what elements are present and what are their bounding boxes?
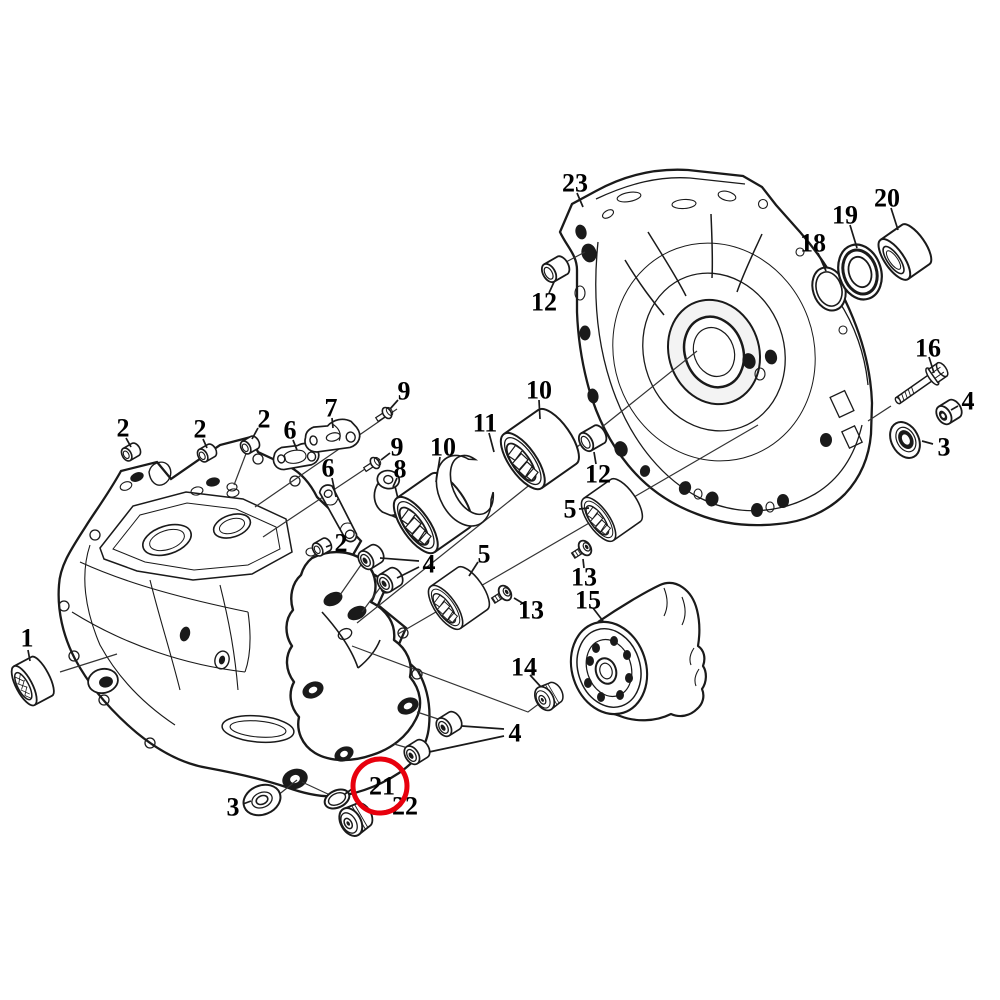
callout-leader-5 [578,507,590,510]
callout-label-2-2: 2 [194,415,207,444]
part-4-bushing-c [432,708,466,740]
part-4-nut-right [935,398,963,426]
callout-leader-5 [468,561,479,577]
part-7-bracket [304,418,361,453]
callout-leader-14 [529,674,542,688]
callout-label-7-6: 7 [325,394,338,423]
callout-label-14-21: 14 [511,653,537,682]
callout-leader-11 [488,432,495,453]
highlight-circle-21 [350,756,410,816]
callout-leader-12 [548,281,555,294]
callout-label-10-11: 10 [430,433,456,462]
part-6-link-upper [272,442,320,471]
callout-leader-12 [593,451,597,465]
callout-label-23-31: 23 [562,169,588,198]
callout-leader-9 [380,452,391,461]
callout-leader-3 [242,800,252,805]
part-9-screw-b [360,454,384,476]
callout-leader-1 [27,649,31,662]
callout-label-5-16: 5 [564,495,577,524]
part-14-plug [529,677,569,715]
callout-leader-9 [389,399,399,410]
callout-leader-6 [292,439,298,451]
cylinder-bore-openings [142,513,252,557]
callout-leader-4 [396,566,420,579]
callout-label-8-9: 8 [394,455,407,484]
callout-leader-19 [849,224,858,249]
callout-label-13-17: 13 [571,563,597,592]
callout-leader-23 [576,192,584,208]
callout-label-4-23: 4 [509,719,522,748]
callout-label-5-18: 5 [478,540,491,569]
callout-leader-2 [251,427,259,440]
callout-label-2-1: 2 [117,414,130,443]
callout-leader-3 [921,440,934,445]
part-21-oring [323,788,351,810]
callout-leader-6 [331,477,337,498]
callout-label-3-25: 3 [938,433,951,462]
callout-leader-4 [461,725,505,730]
callout-label-9-7: 9 [398,377,411,406]
oil-pump-boss [285,550,422,762]
callout-leader-13 [582,558,585,569]
part-3-washer-bottom [242,783,282,817]
callout-leader-8 [392,477,398,488]
oil-filter-face-holes [584,636,633,702]
callout-leader-7 [331,417,334,429]
right-crankcase-half [558,168,874,527]
callout-leader-2 [325,544,332,548]
part-12-dowel-upper [537,252,574,286]
part-13-screw-left [488,582,515,609]
part-13-screw-right [568,537,595,564]
callout-label-11-12: 11 [473,409,498,438]
callout-label-4-24: 4 [962,387,975,416]
callout-label-12-14: 12 [531,288,557,317]
highlight-label-21: 21 [369,772,395,801]
callout-label-6-5: 6 [284,416,297,445]
callout-label-6-10: 6 [322,454,335,483]
part-15-oil-filter [569,582,707,722]
callout-label-4-22: 4 [423,550,436,579]
callout-label-20-30: 20 [874,184,900,213]
callout-label-2-3: 2 [258,405,271,434]
callout-leader-15 [592,607,604,622]
callout-label-19-29: 19 [832,201,858,230]
callout-label-15-20: 15 [575,586,601,615]
callout-label-1-0: 1 [21,624,34,653]
right-case-flange-holes [574,224,848,517]
callout-label-9-8: 9 [391,433,404,462]
part-1-needle-bearing [10,655,55,707]
callout-leader-2 [125,437,132,448]
callout-label-13-19: 13 [518,596,544,625]
left-case-bolt-holes [58,453,423,749]
assembly-axis-lines [59,251,892,797]
callout-label-2-4: 2 [335,529,348,558]
callout-leader-13 [513,597,525,605]
callout-leader-4 [950,405,959,411]
callout-label-12-15: 12 [585,460,611,489]
main-bearing-bore [612,242,816,462]
part-19-seal [837,243,883,301]
part-11-retaining-ring [435,454,495,527]
callout-leader-20 [890,207,899,231]
part-6-strap-lower [318,484,358,543]
callout-leader-2 [202,438,208,449]
callout-leader-10 [435,456,441,483]
callout-label-3-26: 3 [227,793,240,822]
callout-leader-16 [928,356,935,374]
callout-label-10-13: 10 [526,376,552,405]
part-2-dowel-a [118,440,144,464]
callout-label-18-28: 18 [800,229,826,258]
part-16-bolt [894,361,949,405]
callout-leader-4 [379,557,420,562]
callout-leader-18 [817,252,827,272]
callout-leader-4 [428,735,505,753]
callout-label-16-27: 16 [915,334,941,363]
part-20-roller-bearing [877,223,933,281]
part-3-washer-right [889,421,921,459]
callout-leader-10 [538,399,541,420]
